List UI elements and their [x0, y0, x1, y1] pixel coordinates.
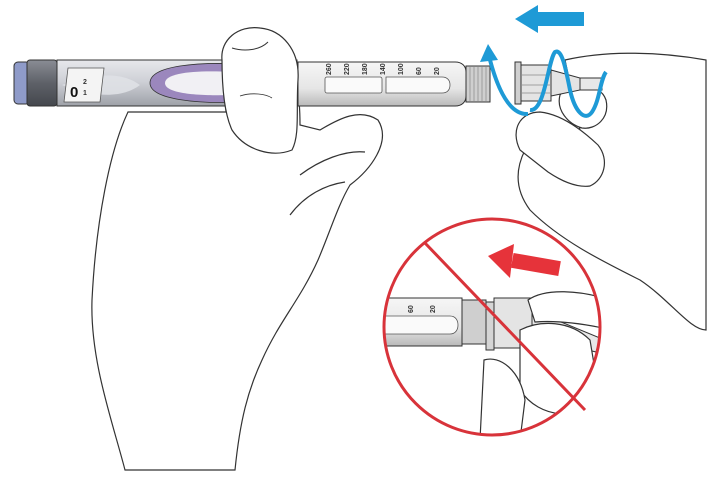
cartridge-scale: 260 220 180 140 100 60 20: [326, 63, 441, 75]
dose-window: [63, 67, 105, 103]
svg-text:140: 140: [380, 63, 387, 75]
no-sign-icon: [382, 217, 602, 437]
svg-text:20: 20: [430, 305, 437, 313]
rotate-arrow-icon: [480, 44, 529, 116]
left-thumb: [221, 27, 299, 154]
svg-text:260: 260: [326, 63, 333, 75]
svg-text:60: 60: [408, 305, 415, 313]
svg-text:100: 100: [398, 63, 405, 75]
pull-direction-arrow-icon: [515, 5, 584, 33]
twist-indicator-icon: [529, 49, 608, 118]
dose-mark-1: 1: [83, 90, 87, 97]
prohibited-arrow-icon: [488, 244, 561, 278]
svg-text:20: 20: [434, 67, 441, 75]
dose-value: 0: [70, 84, 78, 101]
outer-needle-cap: [514, 61, 603, 105]
svg-text:60: 60: [416, 67, 423, 75]
svg-text:180: 180: [362, 63, 369, 75]
svg-text:220: 220: [344, 63, 351, 75]
prohibited-inset: 60 20: [382, 217, 602, 437]
dose-mark-2: 2: [83, 79, 87, 86]
